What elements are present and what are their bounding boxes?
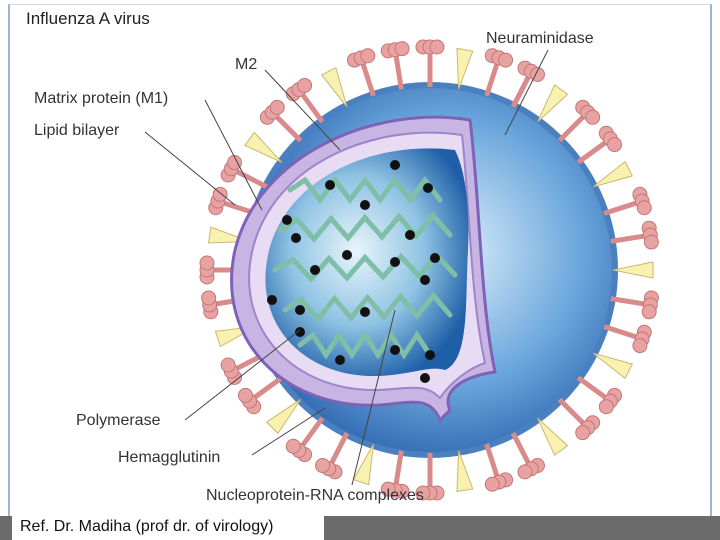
neuraminidase-spike (245, 132, 282, 162)
label-neuraminidase: Neuraminidase (486, 30, 594, 48)
polymerase-dot (360, 200, 370, 210)
label-m2: M2 (235, 56, 257, 74)
neuraminidase-spike (457, 48, 473, 89)
neuraminidase-spike (267, 399, 301, 433)
label-nucleoprotein-rna: Nucleoprotein-RNA complexes (206, 487, 424, 505)
neuraminidase-spike (538, 418, 568, 455)
polymerase-dot (360, 307, 370, 317)
hemagglutinin-head (202, 291, 216, 305)
hemagglutinin-head (576, 426, 590, 440)
polymerase-dot (405, 230, 415, 240)
label-lipid-bilayer: Lipid bilayer (34, 122, 119, 140)
hemagglutinin-head (637, 201, 651, 215)
hemagglutinin-head (298, 78, 312, 92)
polymerase-dot (335, 355, 345, 365)
polymerase-dot (295, 305, 305, 315)
hemagglutinin-head (499, 53, 513, 67)
polymerase-dot (420, 373, 430, 383)
neuraminidase-spike (613, 262, 653, 278)
hemagglutinin-head (586, 110, 600, 124)
polymerase-dot (390, 160, 400, 170)
hemagglutinin-head (518, 465, 532, 479)
neuraminidase-spike (538, 85, 568, 122)
neuraminidase-spike (593, 162, 632, 187)
label-hemagglutinin: Hemagglutinin (118, 449, 220, 467)
hemagglutinin-head (238, 388, 252, 402)
hemagglutinin-head (286, 439, 300, 453)
leader-lipid (145, 132, 235, 205)
neuraminidase-spike (322, 68, 347, 107)
polymerase-dot (425, 350, 435, 360)
label-polymerase: Polymerase (76, 412, 160, 430)
polymerase-dot (390, 345, 400, 355)
hemagglutinin-head (599, 400, 613, 414)
polymerase-dot (267, 295, 277, 305)
label-matrix-protein: Matrix protein (M1) (34, 90, 168, 108)
hemagglutinin-head (221, 358, 235, 372)
polymerase-dot (423, 183, 433, 193)
hemagglutinin-head (270, 100, 284, 114)
polymerase-dot (291, 233, 301, 243)
footer-bar: Ref. Dr. Madiha (prof dr. of virology) (0, 516, 720, 540)
hemagglutinin-head (316, 459, 330, 473)
polymerase-dot (390, 257, 400, 267)
hemagglutinin-head (200, 256, 214, 270)
neuraminidase-spike (593, 353, 632, 378)
hemagglutinin-head (361, 49, 375, 63)
polymerase-dot (325, 180, 335, 190)
reference-text: Ref. Dr. Madiha (prof dr. of virology) (12, 516, 324, 540)
hemagglutinin-head (608, 138, 622, 152)
polymerase-dot (430, 253, 440, 263)
polymerase-dot (342, 250, 352, 260)
influenza-virus-diagram (0, 0, 720, 516)
diagram-title: Influenza A virus (26, 10, 150, 28)
polymerase-dot (282, 215, 292, 225)
polymerase-dot (295, 327, 305, 337)
hemagglutinin-head (430, 40, 444, 54)
hemagglutinin-head (642, 305, 656, 319)
hemagglutinin-head (485, 477, 499, 491)
polymerase-dot (310, 265, 320, 275)
neuraminidase-spike (457, 451, 473, 492)
hemagglutinin-head (395, 42, 409, 56)
neuraminidase-spike (353, 444, 373, 485)
hemagglutinin-head (633, 339, 647, 353)
polymerase-dot (420, 275, 430, 285)
hemagglutinin-head (644, 235, 658, 249)
